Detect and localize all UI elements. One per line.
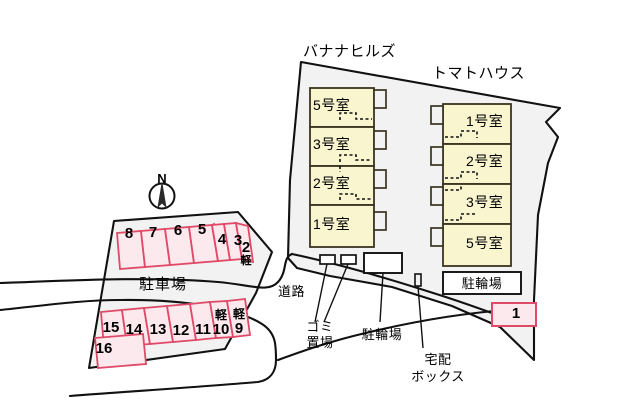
building-banana-hills	[309, 87, 387, 248]
garbage-box-a	[319, 254, 336, 265]
parking-lot-label: 駐車場	[138, 276, 188, 293]
parking-stall-label-10: 10	[212, 321, 230, 338]
parking-stall-label-4: 4	[217, 231, 227, 248]
road-lower-edge	[0, 298, 278, 398]
tomato-unit-label-1: 1号室	[466, 113, 504, 129]
parking-stall-label-2: 2	[241, 239, 251, 256]
parking-stall-label-5: 5	[197, 221, 207, 238]
parking-row-top	[116, 221, 255, 270]
banana-partition-2	[339, 193, 372, 200]
tomato-entry-2	[430, 146, 444, 166]
garbage-area-label-line2: 置場	[306, 335, 334, 350]
bicycle-parking-banana-label: 駐輪場	[361, 327, 403, 342]
parking-stall-16	[94, 333, 147, 369]
parking-stall-kei-9: 軽	[232, 307, 246, 321]
parking-stall-label-7: 7	[148, 224, 158, 241]
parking-stall-label-8: 8	[124, 225, 134, 242]
building-tomato-house	[430, 103, 512, 267]
parking-stall-label-3: 3	[233, 232, 243, 249]
leader-bicycle-banana	[379, 272, 384, 323]
parking-stall-label-11: 11	[195, 321, 211, 338]
bicycle-parking-tomato-box	[442, 271, 522, 295]
parking-stall-2-kei	[234, 221, 255, 264]
tomato-unit-label-3: 3号室	[466, 194, 504, 210]
banana-unit-label-1: 1号室	[313, 216, 351, 232]
road-lower-edge-continued	[276, 307, 522, 362]
parking-stall-label-6: 6	[173, 222, 183, 239]
parking-stall-label-13: 13	[149, 321, 167, 338]
garbage-box-b	[340, 254, 357, 265]
tomato-partition-3b	[445, 213, 477, 221]
banana-partition-5	[339, 112, 372, 120]
tomato-entry-1	[430, 105, 444, 125]
parking-stall-9-kei	[225, 298, 252, 338]
parking-stall-kei-2: 軽	[240, 255, 252, 267]
parking-stall-label-16: 16	[95, 340, 113, 357]
delivery-box-label-line2: ボックス	[411, 369, 465, 384]
banana-entry-2	[373, 169, 387, 189]
parking-stall-label-14: 14	[125, 321, 143, 338]
banana-unit-label-2: 2号室	[313, 175, 351, 191]
banana-unit-label-5: 5号室	[313, 97, 351, 113]
tomato-unit-2	[442, 143, 512, 185]
parking-stall-label-detached-1: 1	[511, 305, 521, 322]
tomato-partition-1	[445, 130, 478, 138]
bicycle-parking-banana-box	[363, 252, 403, 274]
tomato-entry-5	[430, 227, 444, 247]
building-name-banana-hills: バナナヒルズ	[303, 43, 397, 60]
banana-partition-3	[339, 154, 372, 162]
delivery-box-marker	[414, 273, 422, 287]
building-name-tomato-house: トマトハウス	[432, 65, 526, 82]
banana-unit-label-3: 3号室	[313, 136, 351, 152]
delivery-box-label-line1: 宅配	[424, 352, 452, 367]
leader-garbage-b	[323, 263, 349, 323]
leader-garbage-a	[314, 263, 328, 323]
tomato-unit-label-5: 5号室	[466, 235, 504, 251]
garbage-area-label-line1: ゴミ	[306, 319, 334, 334]
banana-entry-3	[373, 130, 387, 150]
tomato-unit-5	[442, 223, 512, 267]
road-upper-edge	[0, 252, 294, 289]
parking-stall-detached-1	[491, 302, 537, 327]
parking-row-bottom	[94, 298, 252, 369]
north-label: N	[157, 171, 167, 186]
banana-entry-5	[373, 89, 387, 109]
parking-stall-label-9: 9	[234, 320, 244, 337]
north-arrow	[148, 182, 176, 210]
leader-delivery-box	[417, 285, 424, 349]
tomato-entry-3	[430, 186, 444, 206]
bicycle-parking-tomato-label: 駐輪場	[461, 276, 503, 291]
banana-entry-1	[373, 211, 387, 231]
tomato-unit-label-2: 2号室	[466, 153, 504, 169]
parking-stall-label-15: 15	[102, 319, 120, 336]
banana-unit-1	[309, 204, 375, 248]
parking-stall-kei-10: 軽	[214, 308, 228, 322]
road-label: 道路	[278, 284, 306, 299]
parking-stall-label-12: 12	[172, 322, 190, 339]
tomato-partition-2	[445, 171, 478, 179]
